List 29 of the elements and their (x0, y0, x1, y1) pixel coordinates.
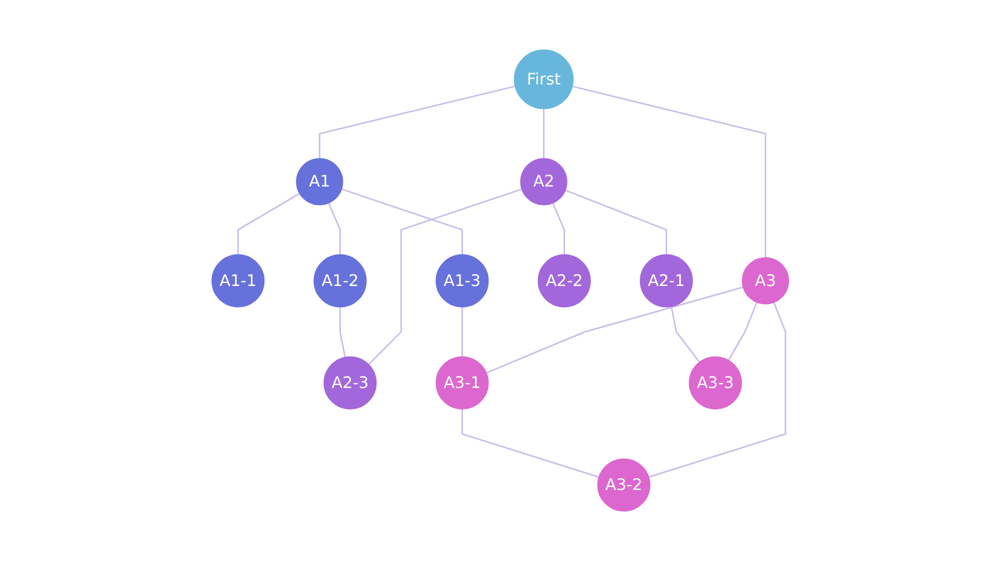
connector (461, 409, 599, 478)
connector (552, 203, 565, 256)
connector (542, 109, 544, 160)
connector (328, 203, 341, 256)
node-circle: A1 (296, 158, 343, 206)
node-circle: A2-2 (537, 254, 591, 308)
connector (339, 307, 346, 358)
node-circle: A1-1 (211, 254, 264, 308)
node-circle: A3-3 (688, 356, 742, 410)
node-circle: A3-2 (597, 458, 650, 512)
node-circle: A1-3 (435, 254, 488, 308)
connector (368, 188, 522, 366)
connector (461, 307, 463, 358)
connector (318, 86, 516, 160)
connector (572, 86, 766, 258)
connector (486, 286, 744, 374)
connector (648, 302, 786, 478)
connector (340, 188, 463, 256)
connector (564, 190, 667, 256)
node-circle: First (514, 50, 574, 110)
connector (670, 306, 700, 364)
node-circle: A1-2 (313, 254, 366, 308)
node-circle: A3 (742, 258, 789, 305)
connector (728, 302, 758, 362)
node-circle: A2-3 (323, 356, 376, 410)
node-circle: A2 (520, 158, 568, 206)
connector (237, 193, 300, 256)
node-circle: A3-1 (435, 356, 488, 410)
node-circle: A2-1 (640, 254, 693, 308)
